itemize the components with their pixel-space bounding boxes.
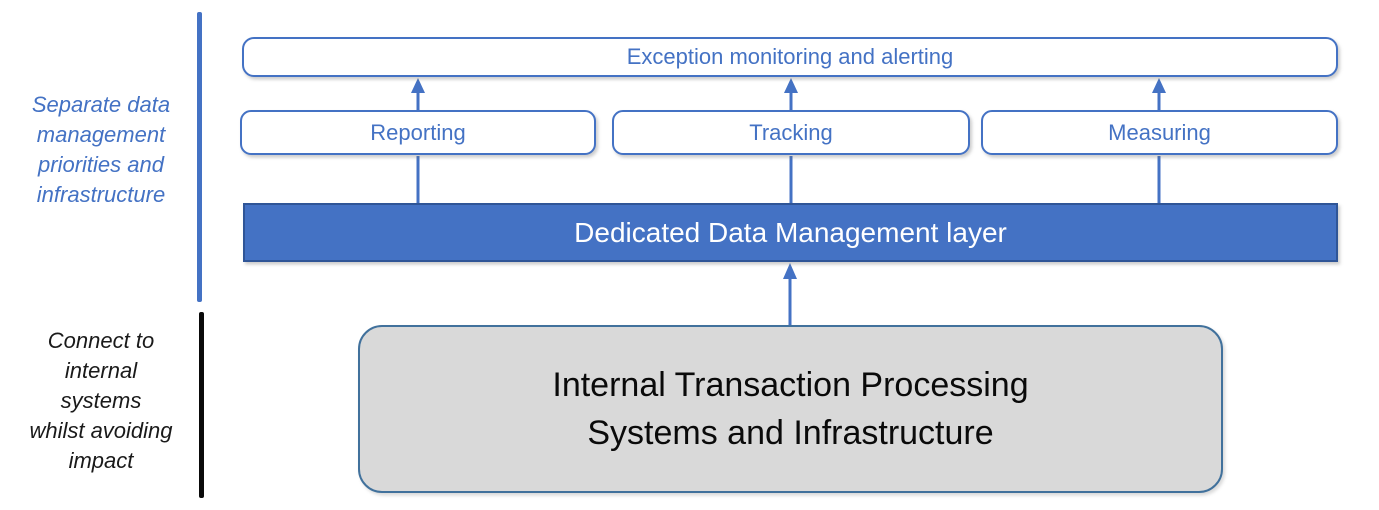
- bar-data-management-layer: Dedicated Data Management layer: [243, 203, 1338, 262]
- bar-data-management-layer-label: Dedicated Data Management layer: [574, 216, 1007, 248]
- box-exception-monitoring-label: Exception monitoring and alerting: [626, 44, 954, 69]
- box-measuring: Measuring: [981, 110, 1338, 155]
- box-exception-monitoring: Exception monitoring and alerting: [242, 37, 1338, 77]
- box-reporting: Reporting: [240, 110, 596, 155]
- box-tracking-label: Tracking: [749, 119, 833, 145]
- box-internal-systems-label: Internal Transaction Processing Systems …: [552, 366, 1029, 452]
- box-reporting-label: Reporting: [370, 119, 466, 145]
- side-label-separate-data: Separate data management priorities and …: [31, 92, 171, 207]
- box-measuring-label: Measuring: [1108, 119, 1211, 145]
- box-internal-systems: Internal Transaction Processing Systems …: [358, 325, 1223, 493]
- black-vertical-rule: [199, 312, 204, 498]
- box-tracking: Tracking: [612, 110, 970, 155]
- arrowhead-systems: [783, 263, 797, 279]
- arrowhead-reporting: [411, 78, 425, 93]
- blue-vertical-rule: [197, 12, 202, 302]
- side-label-connect-internal: Connect to internal systems whilst avoid…: [29, 328, 173, 473]
- arrowhead-measuring: [1152, 78, 1166, 93]
- arrowhead-tracking: [784, 78, 798, 93]
